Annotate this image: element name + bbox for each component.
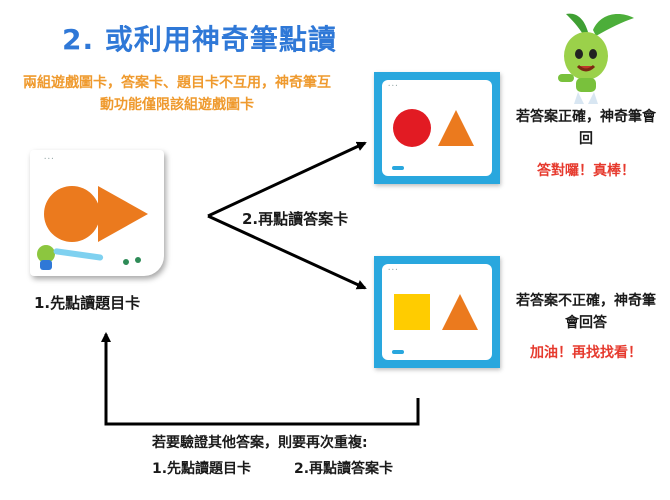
arrow-to-incorrect-card — [207, 214, 367, 290]
answer-card-incorrect-pill — [392, 350, 404, 354]
orange-triangle-icon — [438, 110, 474, 146]
red-circle-icon — [393, 109, 431, 147]
answer-card-correct-header: • • • — [388, 83, 398, 88]
incorrect-result-text: 若答案不正確，神奇筆會回答 — [516, 293, 656, 331]
page-title: 2. 或利用神奇筆點讀 — [62, 23, 337, 56]
loop-back-arrow — [101, 332, 420, 426]
orange-triangle-icon — [442, 294, 478, 330]
pen-mascot-icon — [37, 245, 141, 270]
correct-praise: 答對囉！真棒！ — [537, 163, 635, 179]
answer-card-incorrect-header: • • • — [388, 267, 398, 272]
usage-note: 兩組遊戲圖卡，答案卡、題目卡不互用，神奇筆互動功能僅限該組遊戲圖卡 — [23, 75, 331, 113]
answer-card-incorrect-art — [394, 294, 478, 330]
step2-label: 2.再點讀答案卡 — [242, 210, 349, 228]
loop-step2: 2.再點讀答案卡 — [294, 461, 394, 477]
step1-label: 1.先點讀題目卡 — [34, 294, 141, 312]
question-card-header: • • • — [44, 156, 54, 161]
orange-circle-icon — [44, 186, 100, 242]
answer-card-correct: • • • — [374, 72, 500, 184]
answer-card-correct-pill — [392, 166, 404, 170]
mascot-bean-icon — [558, 13, 634, 104]
answer-card-correct-art — [393, 109, 474, 147]
yellow-square-icon — [394, 294, 430, 330]
arrow-to-correct-card — [207, 141, 367, 218]
loop-step1: 1.先點讀題目卡 — [152, 461, 252, 477]
incorrect-praise: 加油！再找找看！ — [530, 345, 642, 361]
correct-result-text: 若答案正確，神奇筆會回 — [516, 109, 656, 147]
question-card: • • • — [30, 150, 164, 276]
question-card-art — [37, 186, 148, 270]
loop-text: 若要驗證其他答案，則要再次重複: — [152, 435, 368, 451]
answer-card-incorrect: • • • — [374, 256, 500, 368]
orange-triangle-right-icon — [98, 186, 148, 242]
